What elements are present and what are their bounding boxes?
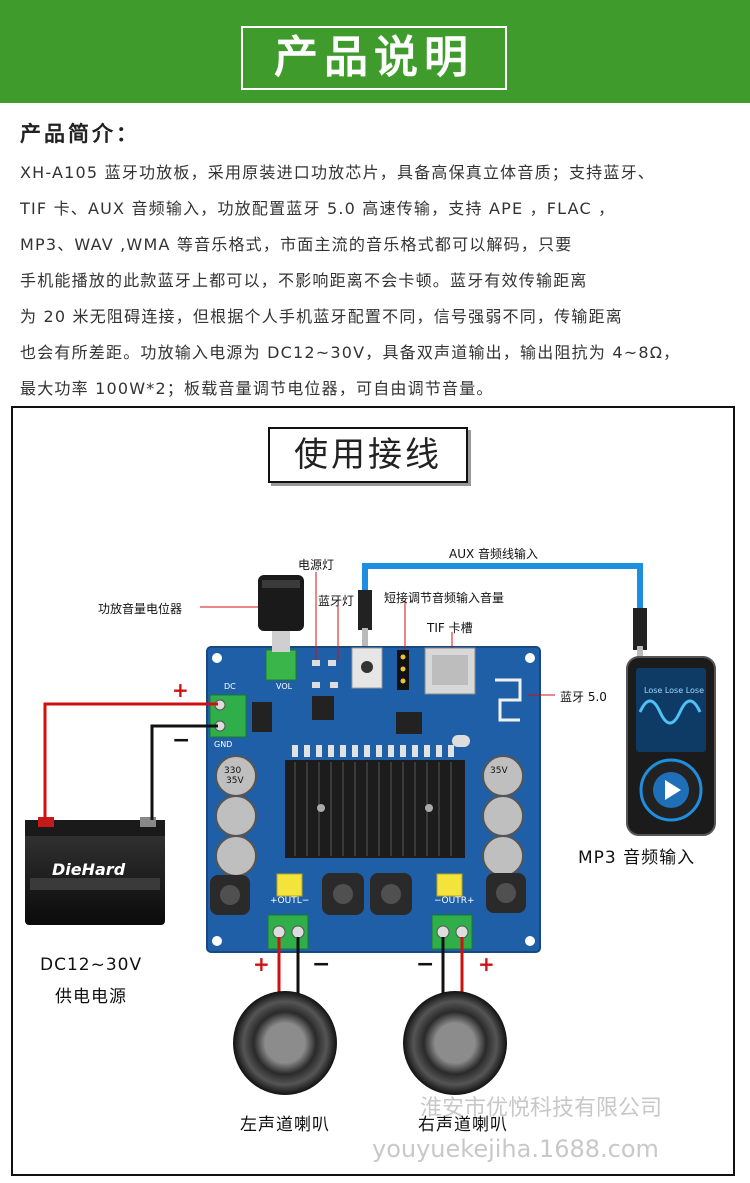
intro-line: 也会有所差距。功放输入电源为 DC12~30V，具备双声道输出，输出阻抗为 4~… [20,343,681,362]
sign-minus-right: − [416,952,435,977]
cap-value-mark: 330 [224,766,242,776]
label-tif-slot: TIF 卡槽 [427,621,473,635]
label-potentiometer: 功放音量电位器 [98,602,183,616]
intro-line: 手机能播放的此款蓝牙上都可以，不影响距离不会卡顿。蓝牙有效传输距离 [20,271,588,290]
intro-line: TIF 卡、AUX 音频输入，功放配置蓝牙 5.0 高速传输，支持 APE ，F… [20,199,616,218]
wiring-frame [11,406,735,1176]
label-short-volume: 短接调节音频输入音量 [384,591,505,605]
intro-line: 最大功率 100W*2；板载音量调节电位器，可自由调节音量。 [20,379,494,398]
sign-plus-left: + [253,952,270,976]
sign-plus-power: + [172,678,189,702]
aux-plug-left-tip [362,628,368,654]
heatsink [285,760,465,858]
power-wire-negative [150,724,218,820]
label-left-speaker: 左声道喇叭 [240,1115,330,1135]
bluetooth-antenna [495,678,522,722]
battery [25,830,165,925]
board-mark-outr: −OUTR+ [434,896,475,906]
intro-heading: 产品简介： [20,122,140,146]
intro-paragraph: XH-A105 蓝牙功放板，采用原装进口功放芯片，具备高保真立体音质；支持蓝牙、… [20,158,732,410]
aux-plug-left [358,590,372,630]
label-mp3-input: MP3 音频输入 [578,848,696,868]
board-mark-outl: +OUTL− [270,896,310,906]
label-right-speaker: 右声道喇叭 [418,1115,508,1135]
sign-minus-power: − [172,728,191,753]
cap-volt-mark: 35V [226,776,244,786]
power-terminal [209,694,247,738]
intro-line: XH-A105 蓝牙功放板，采用原装进口功放芯片，具备高保真立体音质；支持蓝牙、 [20,163,655,182]
wiring-title: 使用接线 [268,427,468,483]
potentiometer-knob [258,575,304,631]
label-aux-input: AUX 音频线输入 [449,547,539,561]
label-power-led: 电源灯 [298,558,335,572]
watermark-company: 淮安市优悦科技有限公司 [420,1096,663,1121]
label-power-spec: DC12~30V [40,955,143,975]
intro-line: 为 20 米无阻碍连接，但根据个人手机蓝牙配置不同，信号强弱不同，传输距离 [20,307,623,326]
aux-plug-right [633,608,647,650]
sign-plus-right: + [478,952,495,976]
page-title: 产品说明 [241,26,507,90]
board-mark-vol: VOL [276,682,293,691]
label-bluetooth: 蓝牙 5.0 [560,690,607,704]
sign-minus-left: − [312,952,331,977]
power-wire-positive [43,702,218,820]
cap-volt-mark: 35V [490,766,508,776]
board-mark-gnd: GND [214,740,233,749]
aux-plug-right-tip [637,646,643,662]
aux-cable [362,563,643,612]
label-bt-led: 蓝牙灯 [318,594,355,608]
label-power-supply: 供电电源 [55,987,127,1007]
board-mark-dc: DC [224,682,236,691]
watermark-site: youyuekejiha.1688.com [372,1135,659,1163]
battery-brand: DieHard [52,860,126,879]
intro-line: MP3、WAV ,WMA 等音乐格式，市面主流的音乐格式都可以解码，只要 [20,235,573,254]
header-banner [0,0,750,103]
phone-screen-text: Lose Lose Lose [644,686,704,695]
potentiometer-base [265,649,297,681]
